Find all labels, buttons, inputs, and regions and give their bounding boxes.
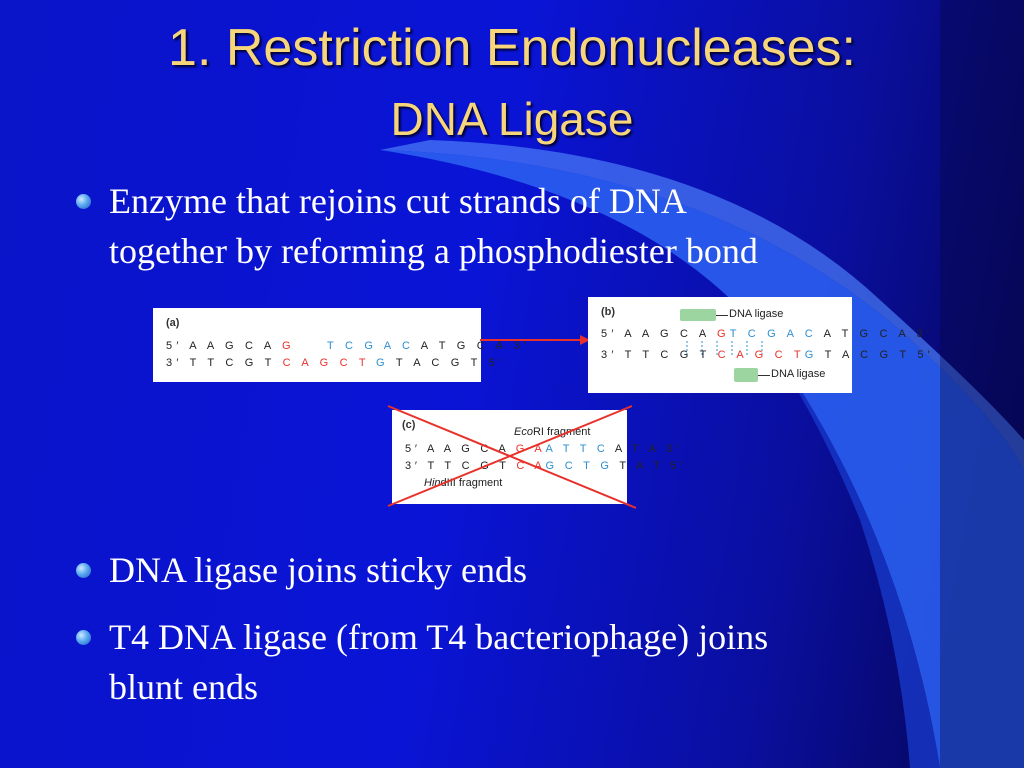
bullet-1-line-1: Enzyme that rejoins cut strands of DNA	[109, 181, 687, 221]
figure-b-label: (b)	[601, 306, 616, 318]
bullet-3-line-2: blunt ends	[109, 667, 258, 707]
figure-c-label: (c)	[402, 419, 416, 431]
bullet-3-line-1: T4 DNA ligase (from T4 bacteriophage) jo…	[109, 617, 769, 657]
figure-a-bottom-left-strand: 3′ T T C G T C A G C T	[166, 357, 370, 369]
figure-a-top-left-strand: 5′ A A G C A G	[166, 340, 295, 352]
figure-a-label: (a)	[166, 317, 180, 329]
ligase-top-shape	[680, 309, 716, 321]
figure-c-bottom-strand: 3′ T T C G T C AG C T G T A T 5′	[405, 460, 687, 472]
figure-a-bottom-right-strand: G T A C G T 5′	[376, 357, 506, 369]
bullet-dot-icon	[76, 630, 91, 645]
bullet-1-line-2: together by reforming a phosphodiester b…	[109, 231, 758, 271]
ligase-bottom-shape	[734, 368, 758, 382]
figure-b-panel: (b) DNA ligase 5′ A A G C A GT C G A C A…	[588, 297, 930, 393]
cross-out-icon	[387, 405, 637, 509]
arrow-a-to-b	[480, 335, 590, 345]
figure-a-panel: (a) 5′ A A G C A G T C G A C A T G C A 3…	[153, 308, 526, 382]
slide-title: 1. Restriction Endonucleases:	[168, 19, 856, 77]
figure-b-bottom-strand: 3′ T T C G T C A G C TG T A C G T 5′	[601, 349, 934, 361]
slide-subtitle: DNA Ligase	[390, 93, 634, 145]
figure-b-top-strand: 5′ A A G C A GT C G A C A T G C A 3′	[601, 328, 934, 340]
figure-a-top-right-strand: T C G A C A T G C A 3′	[327, 340, 531, 352]
bullet-dot-icon	[76, 563, 91, 578]
bullet-2-line-1: DNA ligase joins sticky ends	[109, 550, 527, 590]
ligase-bottom-label: DNA ligase	[771, 368, 826, 380]
bullet-dot-icon	[76, 194, 91, 209]
ligase-top-label: DNA ligase	[729, 308, 784, 320]
